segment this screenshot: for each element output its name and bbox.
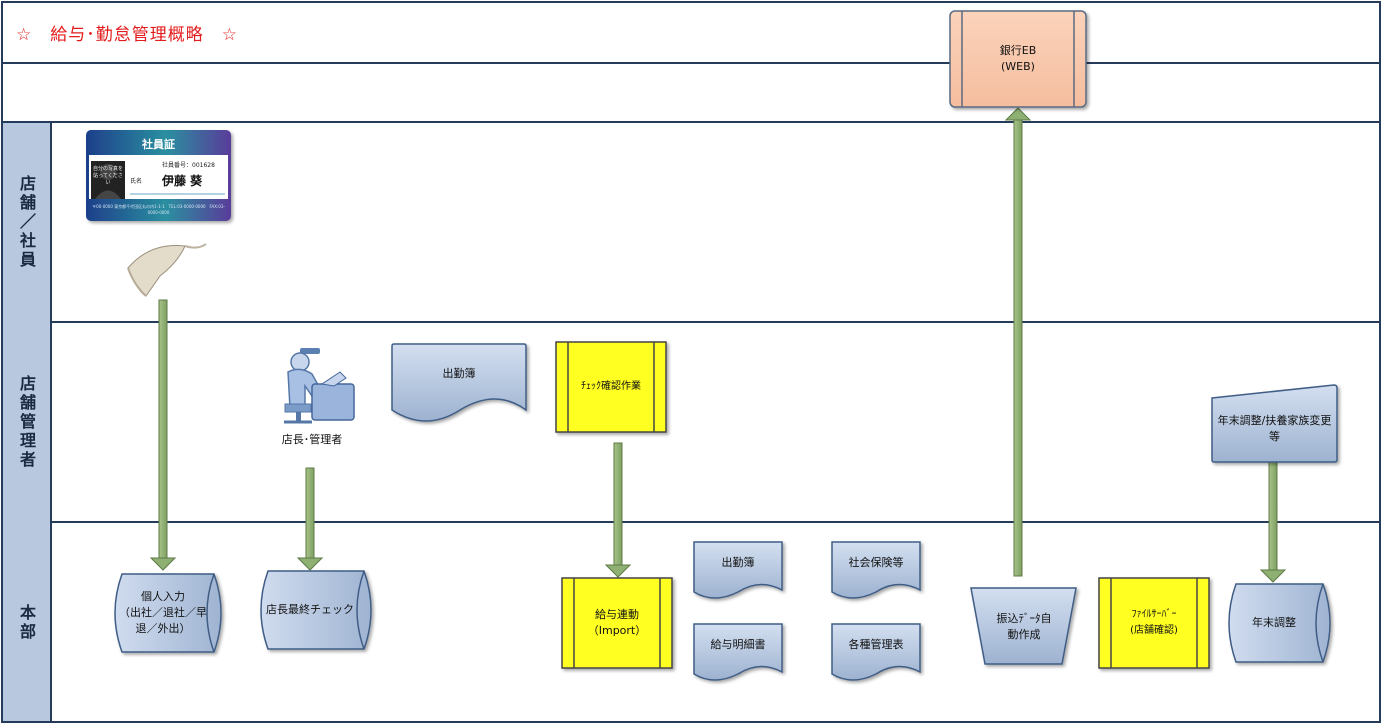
payroll-link-label: 給与連動 （Import） [587, 608, 647, 637]
year-end-adjustment-input [1211, 384, 1338, 463]
check-work-label: ﾁｪｯｸ確認作業 [581, 381, 641, 392]
management-tables-document [831, 623, 921, 681]
arrow-check-to-payroll [604, 442, 632, 578]
bank-eb-label: 銀行EB (WEB) [999, 44, 1037, 73]
id-card-name-caption: 氏名 [130, 178, 143, 185]
employee-id-card [86, 130, 231, 221]
personal-input-label: 個人入力 （出社／退社／早 退／外出） [119, 590, 207, 635]
final-check-label: 店長最終チェック [266, 603, 354, 616]
store-manager-figure [284, 348, 355, 424]
lane-label-headquarters: 本部 [17, 603, 36, 642]
id-card-name: 伊藤 葵 [162, 174, 203, 188]
social-insurance-document [831, 541, 921, 599]
personal-input-storage [114, 573, 222, 653]
final-check-storage [260, 570, 372, 650]
attendance-book-hq-document [693, 541, 783, 599]
management-tables-label: 各種管理表 [848, 638, 904, 651]
payroll-link-process [561, 577, 673, 669]
check-work-process [555, 341, 667, 433]
store-manager-caption: 店長･管理者 [281, 433, 343, 446]
attendance-book-store-label: 出勤簿 [442, 367, 476, 380]
lane-label-store-staff: 店舗／社員 [17, 175, 36, 270]
bank-eb-process [949, 10, 1087, 108]
social-insurance-label: 社会保険等 [848, 556, 904, 569]
id-card-title: 社員証 [142, 138, 175, 151]
payslip-label: 給与明細書 [710, 638, 766, 651]
page-title: ☆ 給与･勤怠管理概略 ☆ [16, 25, 238, 45]
arrow-manager-to-final-check [296, 467, 324, 571]
transfer-data-label: 振込ﾃﾞｰﾀ自 動作成 [996, 612, 1052, 641]
barcode-scanner-image [127, 243, 207, 297]
transfer-data-manual-operation [970, 587, 1077, 665]
arrow-barcode-to-personal-input [149, 299, 177, 571]
attendance-book-store-document [391, 343, 527, 422]
id-card-number: 社員番号：001628 [162, 162, 215, 169]
id-card-photo-text: 自分の写真を貼ってください [92, 166, 123, 186]
lane-label-store-manager: 店舗管理者 [17, 375, 36, 470]
year-end-storage [1228, 583, 1331, 663]
year-end-label: 年末調整 [1252, 616, 1296, 629]
id-card-address: 〒00-0000 東京都千代田区丸の内1-1-1 TEL:03-0000-000… [92, 204, 225, 215]
arrow-yearend-input-to-yearend [1259, 461, 1287, 583]
arrow-transfer-to-bank [1004, 107, 1032, 577]
file-server-process [1098, 577, 1210, 669]
year-end-input-label: 年末調整/扶養家族変更 等 [1217, 414, 1332, 443]
attendance-book-hq-label: 出勤簿 [721, 556, 755, 569]
file-server-label: ﾌｧｲﾙｻｰﾊﾞｰ (店舗確認) [1130, 609, 1178, 636]
payslip-document [693, 623, 783, 681]
